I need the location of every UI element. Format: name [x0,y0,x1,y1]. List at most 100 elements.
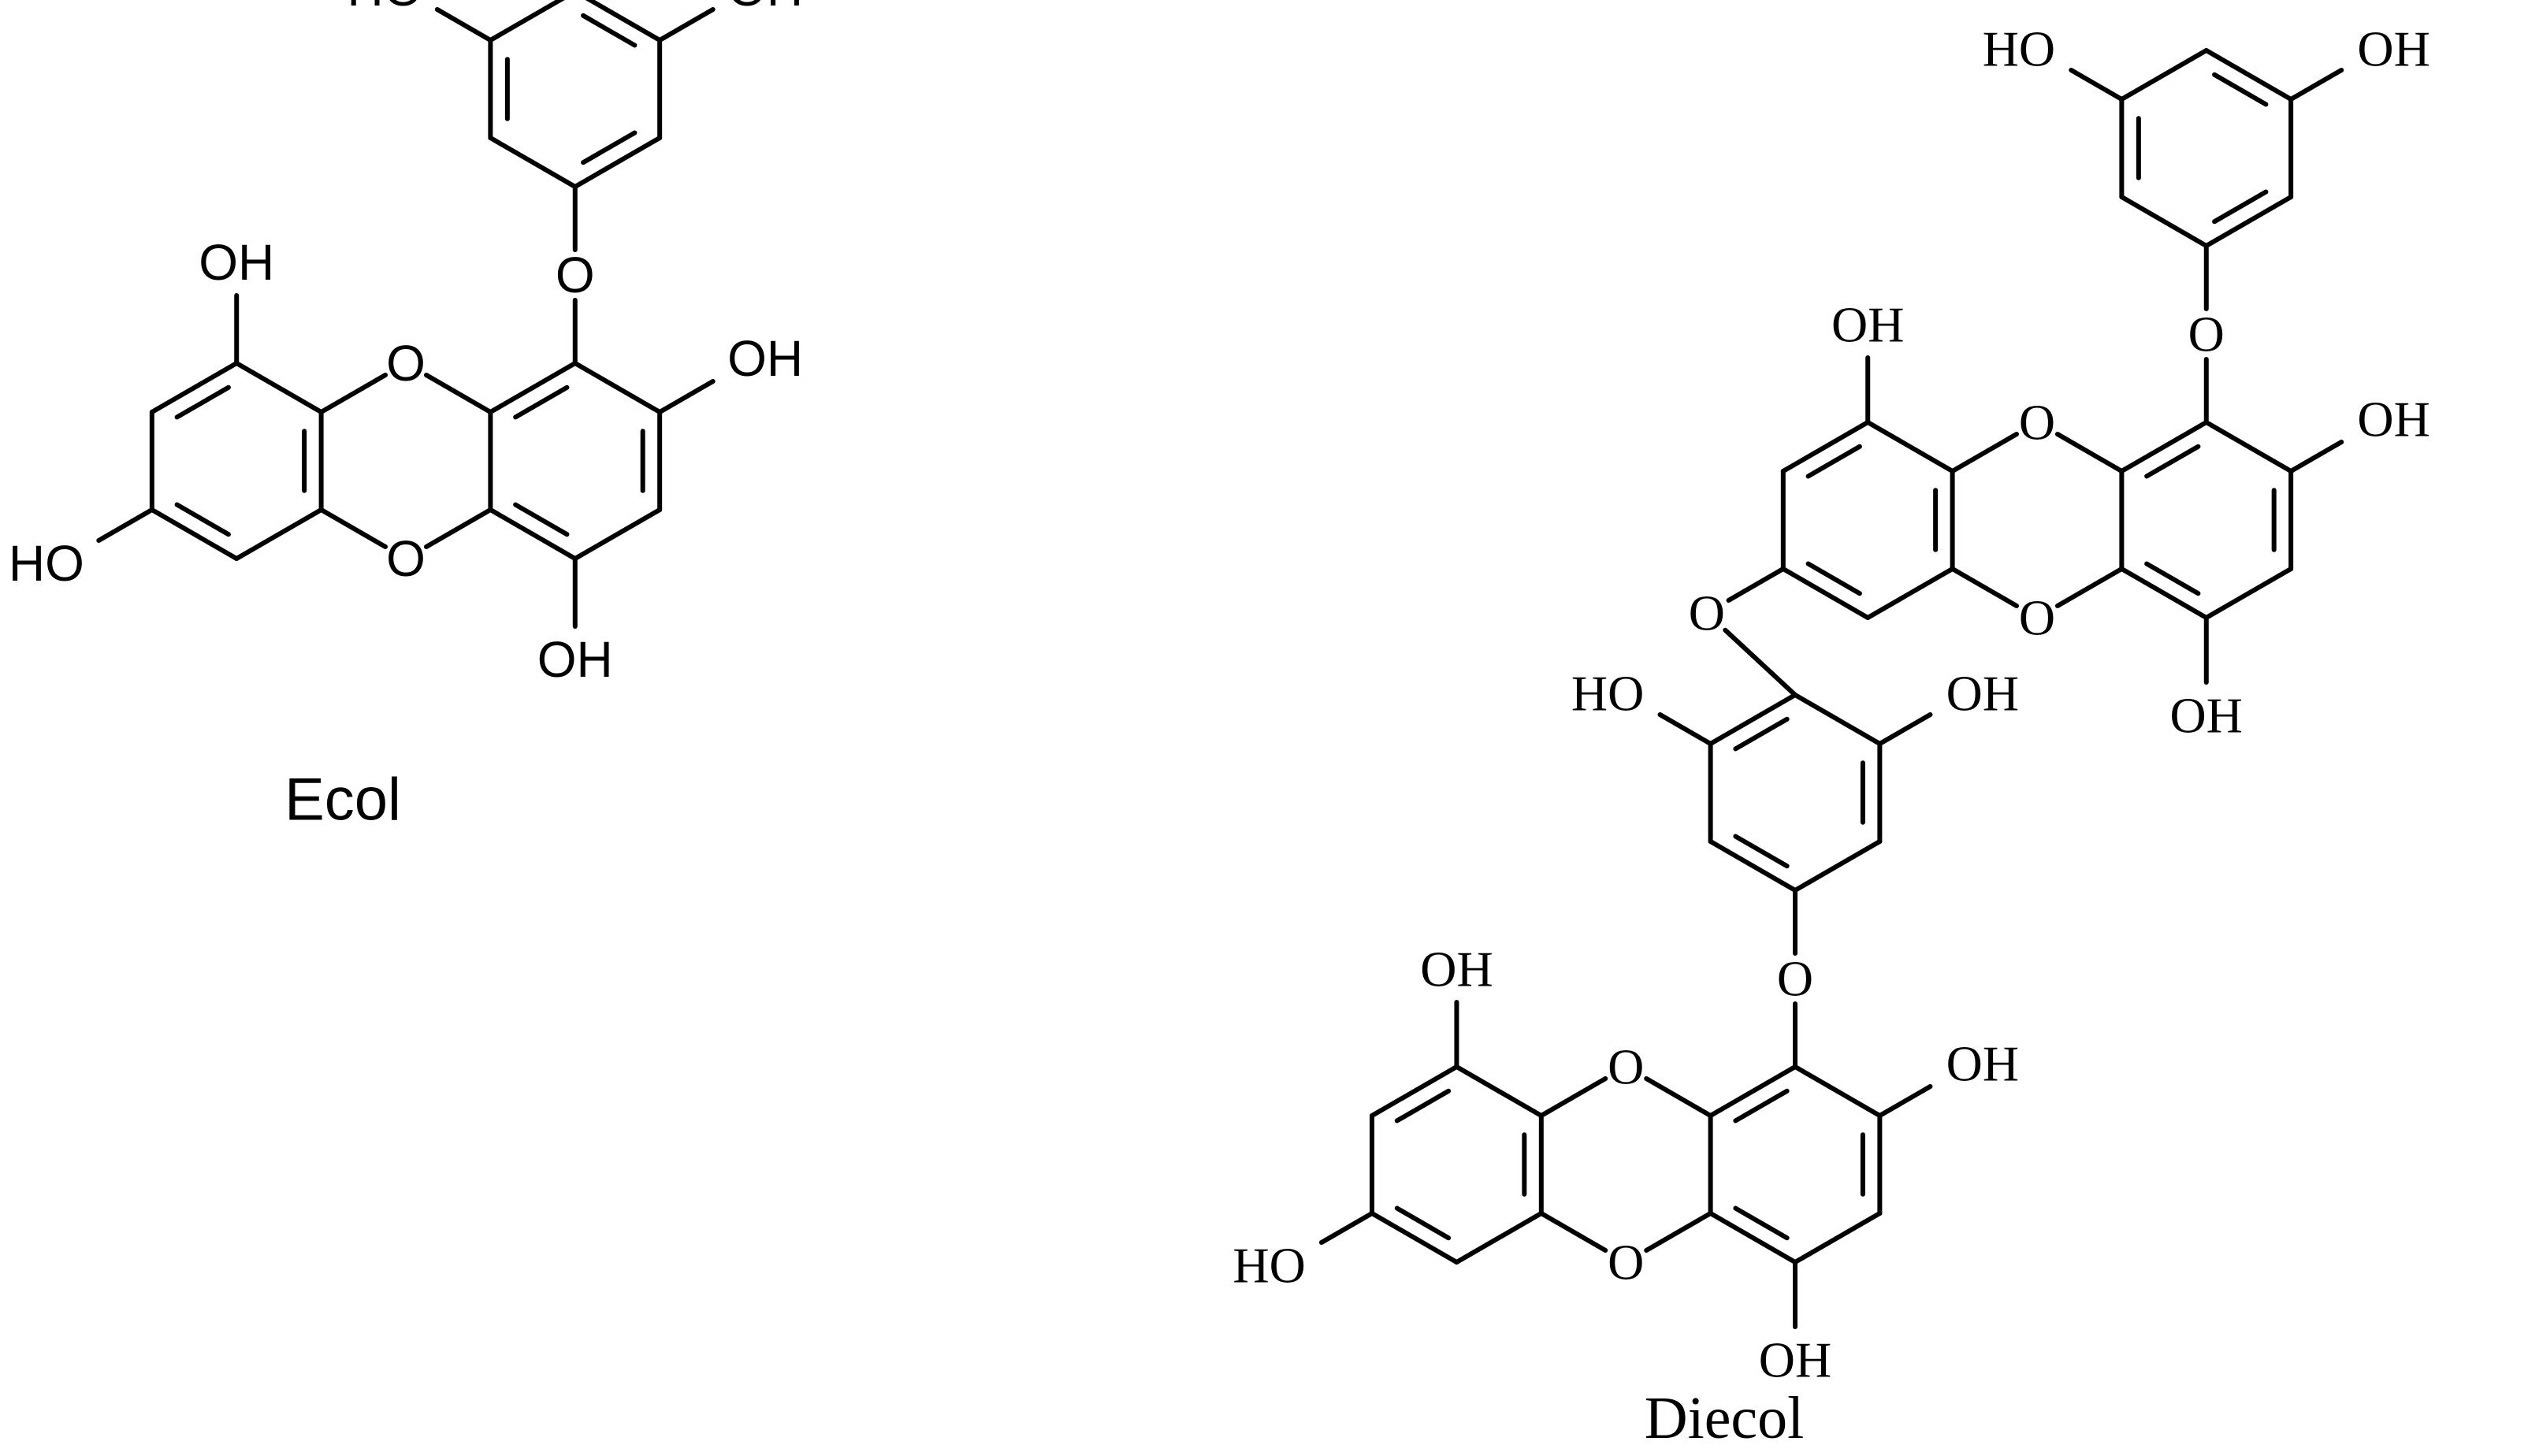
diecol-ether-oxygen-middle: O [1689,585,1725,641]
ecol-phloroglucinol-ring-bond [488,136,578,189]
diecol-lower-right-ring-double-bond [1733,1088,1790,1124]
bond-line [1726,566,1786,603]
ecol-oh-right: OH [727,330,803,387]
diecol-upper-left-ring-double-bond [1805,444,1862,479]
ecol-phloroglucinol-ring-bond [572,136,663,189]
diecol-lower-oh-left-top: OH [1420,942,1493,997]
diecol-lower-left-ring-double-bond [1394,1088,1452,1124]
diecol-upper-oh-bottom: OH [2170,688,2243,744]
bond-line [1644,1076,1713,1118]
bond-line [1950,432,2020,474]
diecol-middle-ring-double-bond [1733,834,1790,869]
bond-line [1318,1211,1375,1245]
diecol-ether-oxygen-top: O [2188,306,2225,362]
bond-line [1644,1211,1713,1253]
diecol-middle-ring-bond [1793,839,1883,893]
diecol-upper-right-ring-bond [2203,420,2294,474]
bond-line [657,379,716,414]
diecol-ether-oxygen-bottom: O [1777,951,1813,1007]
diecol-top-phloroglucinol-ring-double-bond [2212,72,2269,107]
bond-line [1950,566,2020,608]
diecol-top-phloroglucinol-ring-bond [2203,195,2294,248]
diecol-lower-ring-oxygen-top: O [1608,1039,1644,1095]
bond-line [1877,712,1933,746]
ecol-left-ring-bond [234,361,324,414]
diecol-compound-name: Diecol [1645,1385,1805,1451]
bond-line [423,373,493,414]
diecol-upper-oh-left-top: OH [1831,297,1904,353]
ecol-right-ring-double-bond [513,502,570,537]
ecol-right-ring-bond [572,361,663,414]
ecol-oh-left-top: OH [199,234,274,291]
ecol-oh-top-right: OH [727,0,803,17]
diecol-lower-oh-right: OH [1946,1036,2019,1092]
diecol-middle-ring-double-bond [1733,716,1790,752]
diecol-top-phloroglucinol-ring-bond [2203,48,2294,102]
bond-line [318,373,388,414]
diecol-middle-ring-bond [1708,839,1797,893]
ecol-right-ring-double-bond [513,384,570,420]
diecol-top-phloroglucinol-ring-bond [2119,48,2209,102]
diecol-lower-right-ring-bond [1793,1064,1883,1118]
bond-line [2288,440,2344,474]
diecol-top-phloroglucinol-ring-double-bond [2212,189,2269,225]
diecol-middle-ring-bond [1708,693,1797,746]
bond-line [1657,712,1713,746]
bond-line [423,507,493,549]
bond-line [1538,1076,1608,1118]
bond-line [2054,432,2125,474]
bond-line [1877,1084,1933,1118]
bond-line [2288,68,2344,102]
ecol-right-ring-bond [488,361,578,414]
ecol-left-ring-bond [149,361,240,414]
diecol-middle-oh-right: OH [1946,666,2019,722]
bond-line [1538,1211,1608,1253]
diecol-upper-left-ring-double-bond [1805,561,1862,596]
bond-line [2069,68,2125,102]
ecol-ring-oxygen-top: O [386,335,426,392]
label-layer: OOOHHOOHOHOOHHOEcolOOOHOHOHOOHHOOOHHOOOO… [9,0,2430,1451]
ecol-left-ring-double-bond [174,384,231,420]
diecol-upper-right-ring-bond [2119,566,2209,620]
ecol-oh-bottom: OH [537,631,613,688]
diecol-upper-left-ring-bond [1865,566,1955,620]
diecol-lower-right-ring-double-bond [1733,1205,1790,1241]
diecol-upper-left-ring-bond [1865,420,1955,474]
diecol-upper-right-ring-double-bond [2144,444,2201,479]
ecol-left-ring-bond [234,507,324,561]
diecol-upper-right-ring-bond [2119,420,2209,474]
diecol-upper-left-ring-bond [1780,420,1871,474]
diecol-lower-left-ring-bond [1454,1064,1544,1118]
bond-line [318,507,388,549]
ecol-compound-name: Ecol [284,767,401,834]
diecol-upper-ring-oxygen-bottom: O [2019,590,2055,646]
diecol-lower-ho-left: HO [1232,1238,1305,1294]
ecol-phloroglucinol-ring-bond [488,0,565,43]
diecol-upper-left-ring-bond [1780,566,1871,620]
bond-line [434,7,493,43]
ecol-ho-left: HO [9,535,84,592]
diecol-lower-left-ring-double-bond [1394,1205,1452,1241]
diecol-upper-right-ring-double-bond [2144,561,2201,596]
diecol-lower-ring-oxygen-bottom: O [1608,1235,1644,1291]
bond-line [2054,566,2125,608]
ecol-left-ring-double-bond [174,502,231,537]
diecol-middle-ho-left: HO [1571,666,1644,722]
diecol-lower-right-ring-bond [1793,1211,1883,1265]
diecol-middle-ring-bond [1793,693,1883,746]
diecol-upper-right-ring-bond [2203,566,2294,620]
diecol-upper-ring-oxygen-top: O [2019,395,2055,451]
ecol-phloroglucinol-ring-bond [585,0,663,43]
bond-line [657,7,716,43]
bond-layer [96,0,2344,1329]
bond-line [1723,627,1797,697]
ecol-ether-oxygen: O [556,247,595,303]
diecol-lower-left-ring-bond [1454,1211,1544,1265]
bond-line [96,507,154,543]
diecol-lower-right-ring-bond [1708,1064,1797,1118]
ecol-right-ring-bond [572,507,663,561]
ecol-right-ring-bond [488,507,578,561]
ecol-phloroglucinol-ring-double-bond [581,13,638,48]
diecol-top-ho-left: HO [1983,21,2055,77]
